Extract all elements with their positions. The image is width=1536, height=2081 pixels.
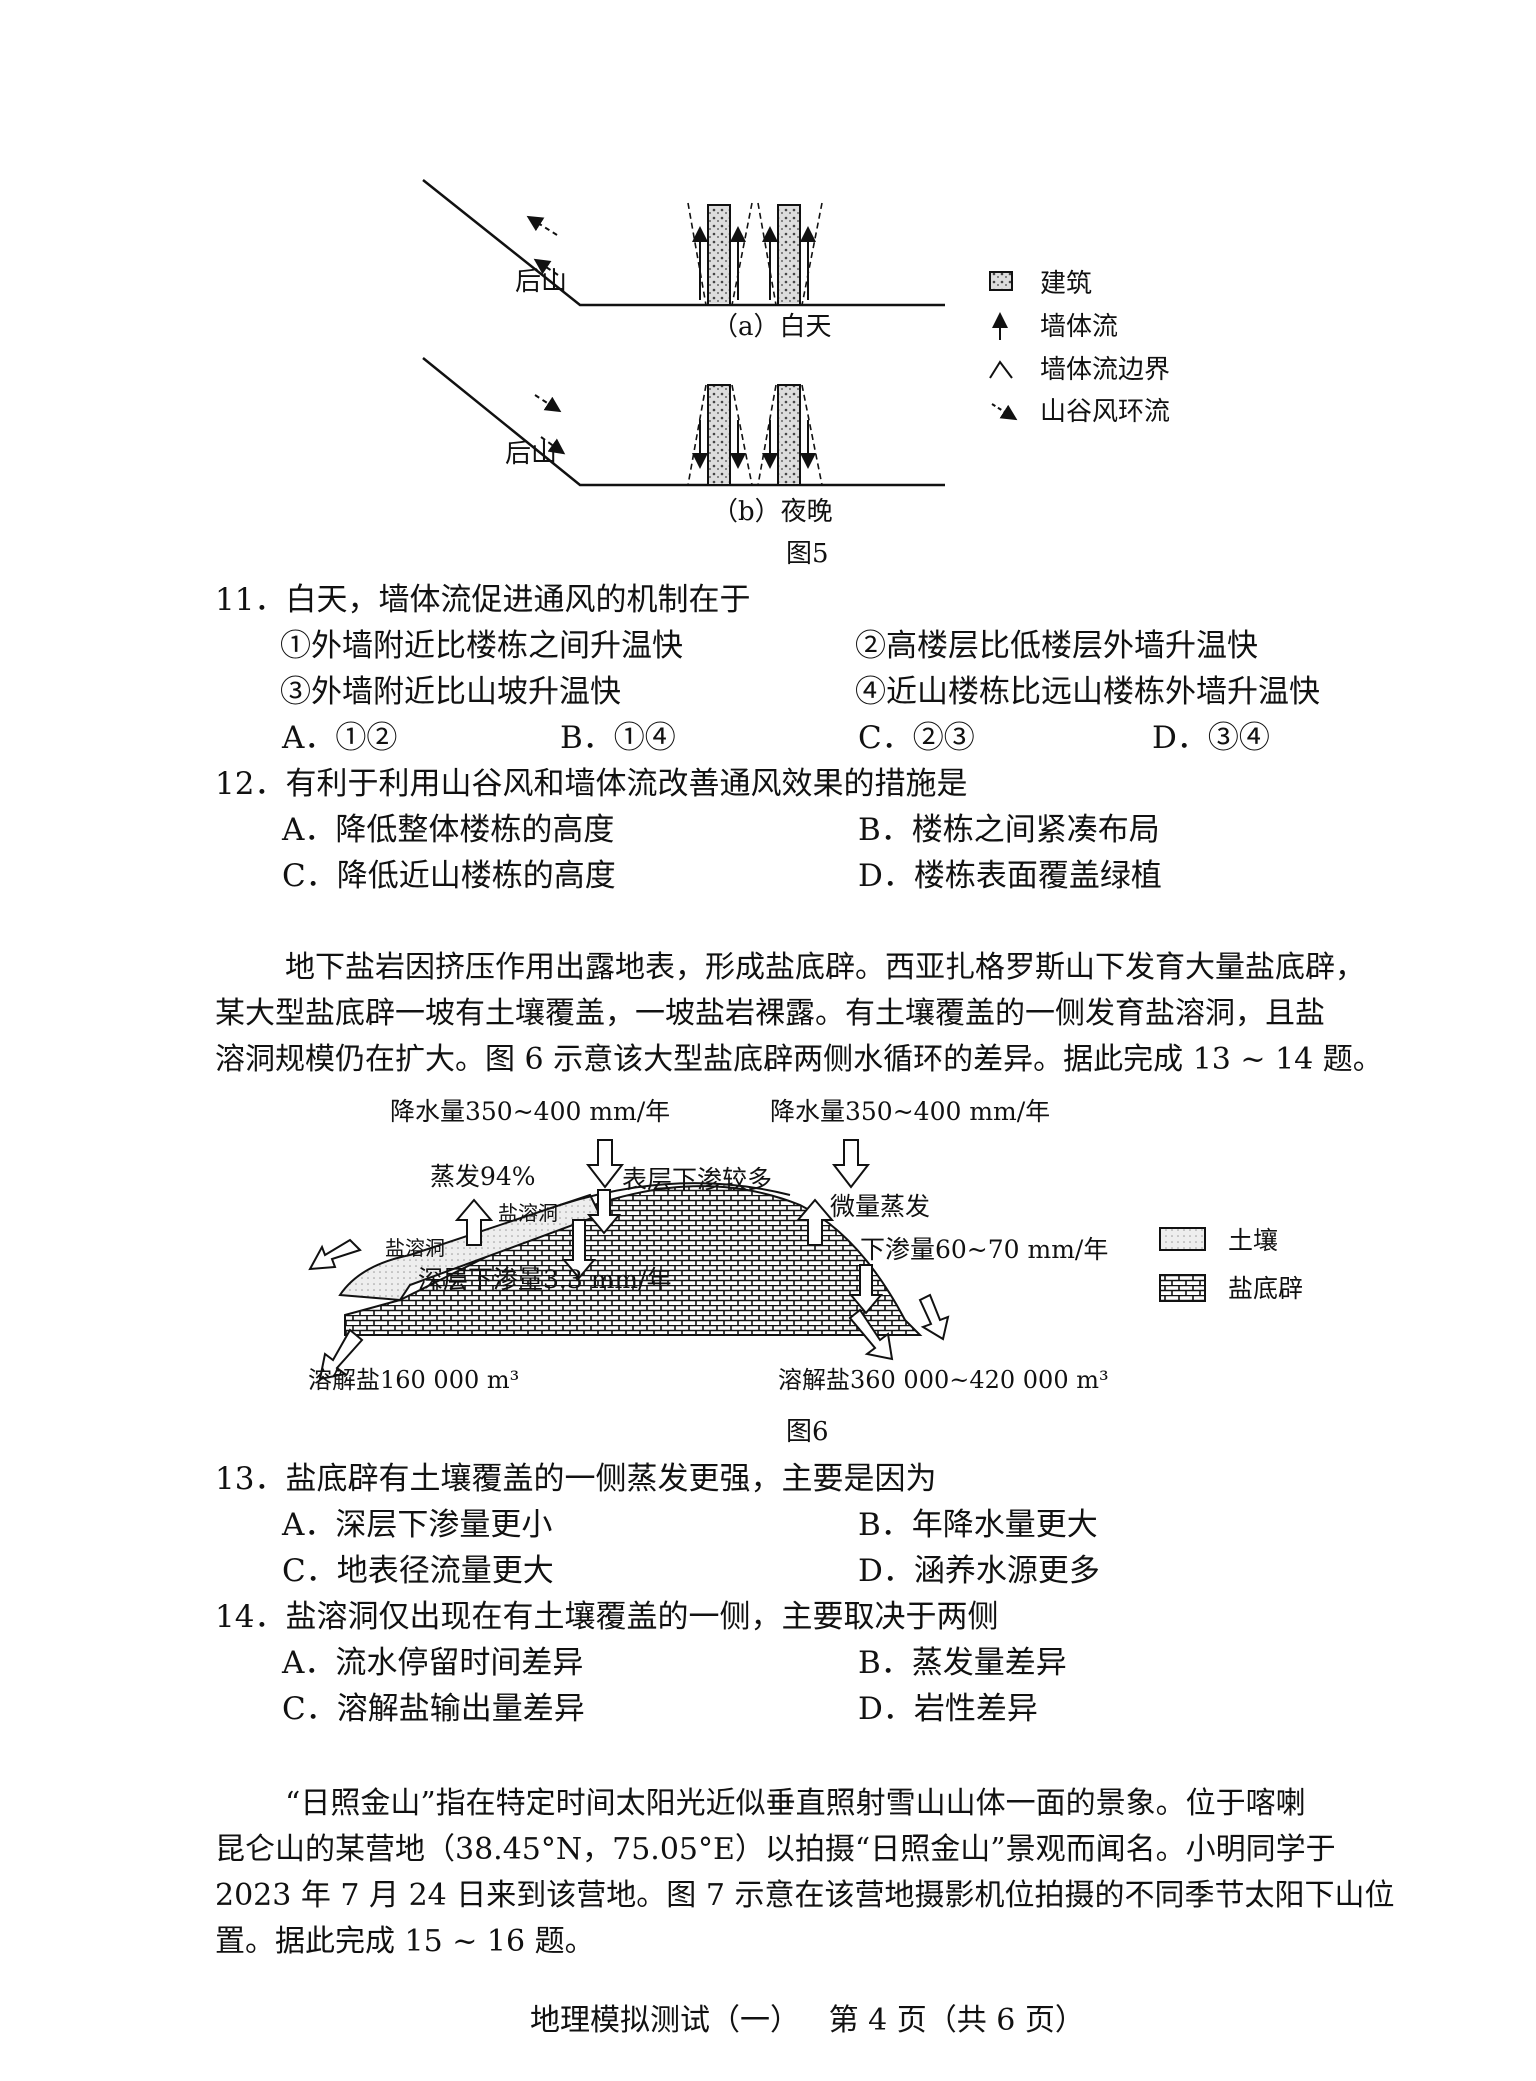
figure-6-salt-diapir-diagram: 降水量350~400 mm/年 降水量350~400 mm/年 蒸发94% 表层… (308, 1097, 1303, 1447)
q11-item-4: ④近山楼栋比远山楼栋外墙升温快 (855, 674, 1320, 710)
page-footer: 地理模拟测试（一） 第 4 页（共 6 页） (530, 2003, 1085, 2038)
salt-left-label: 溶解盐160 000 m³ (308, 1366, 519, 1394)
question-14-stem: 14．盐溶洞仅出现在有土壤覆盖的一侧，主要取决于两侧 (215, 1599, 999, 1635)
salt-legend-swatch (1159, 1274, 1206, 1302)
q11-option-a[interactable]: A．①② (282, 720, 398, 756)
q12-option-d[interactable]: D．楼栋表面覆盖绿植 (858, 858, 1162, 894)
q14-option-c[interactable]: C．溶解盐输出量差异 (282, 1691, 585, 1727)
surface-infil-arrow (586, 1189, 622, 1235)
figure5-title: 图5 (786, 539, 829, 569)
legend-building: 建筑 (1040, 269, 1092, 299)
figure6-legend: 土壤 盐底辟 (1159, 1226, 1303, 1303)
q12-option-a[interactable]: A．降低整体楼栋的高度 (282, 812, 615, 848)
precip-left-label: 降水量350~400 mm/年 (390, 1097, 670, 1126)
passage2-line-1: 地下盐岩因挤压作用出露地表，形成盐底辟。西亚扎格罗斯山下发育大量盐底辟， (285, 950, 1365, 985)
cave-upper-label: 盐溶洞 (498, 1201, 558, 1225)
evap-right-label: 微量蒸发 (830, 1192, 930, 1221)
q13-option-c[interactable]: C．地表径流量更大 (282, 1553, 554, 1589)
salt-right-label: 溶解盐360 000~420 000 m³ (778, 1366, 1109, 1394)
figure-5-valley-wind-diagram: 后山 （a）白天 后山 （b）夜晚 建筑 墙体流 墙体流边界 山谷风环流 图5 (422, 179, 1170, 569)
cave-lower-label: 盐溶洞 (385, 1236, 445, 1260)
q11-item-2: ②高楼层比低楼层外墙升温快 (855, 628, 1258, 664)
panel-day: 后山 （a）白天 (422, 179, 945, 342)
mountain-label-day: 后山 (515, 267, 567, 297)
q11-item-1: ①外墙附近比楼栋之间升温快 (280, 628, 683, 664)
infil-right-label: 下渗量60~70 mm/年 (860, 1235, 1108, 1264)
salt-out-arrow-left (318, 1328, 364, 1381)
q13-option-d[interactable]: D．涵养水源更多 (858, 1553, 1100, 1589)
cave-outflow-arrow (308, 1238, 362, 1271)
q11-option-c[interactable]: C．②③ (858, 720, 975, 756)
building-legend-swatch (989, 271, 1013, 291)
evap-left-label: 蒸发94% (430, 1162, 536, 1191)
passage3-line-1: “日照金山”指在特定时间太阳光近似垂直照射雪山山体一面的景象。位于喀喇 (285, 1786, 1306, 1821)
deep-infil-arrow (561, 1219, 597, 1280)
precip-arrow-left (585, 1139, 625, 1189)
panel-night: 后山 （b）夜晚 (422, 357, 945, 527)
passage2-line-3: 溶洞规模仍在扩大。图 6 示意该大型盐底辟两侧水循环的差异。据此完成 13 ~ … (215, 1042, 1383, 1077)
infil-arrow-right (848, 1264, 884, 1315)
q14-option-b[interactable]: B．蒸发量差异 (858, 1645, 1067, 1681)
legend-wall-flow: 墙体流 (1040, 312, 1118, 342)
mountain-label-night: 后山 (505, 439, 557, 469)
figure6-title: 图6 (786, 1417, 829, 1447)
evap-arrow-left (454, 1198, 494, 1246)
legend-salt-diapir: 盐底辟 (1228, 1274, 1303, 1303)
question-11-stem: 11．白天，墙体流促进通风的机制在于 (215, 582, 751, 618)
question-13-stem: 13．盐底辟有土壤覆盖的一侧蒸发更强，主要是因为 (215, 1461, 937, 1497)
runoff-arrow-right (918, 1293, 950, 1341)
deep-infil-label: 深层下渗量3.3 mm/年 (418, 1265, 672, 1294)
passage3-line-4: 置。据此完成 15 ~ 16 题。 (215, 1924, 595, 1959)
q12-option-b[interactable]: B．楼栋之间紧凑布局 (858, 812, 1160, 848)
wall-flow-boundary-icon (989, 360, 1013, 379)
precip-arrow-right (831, 1139, 871, 1189)
passage3-line-3: 2023 年 7 月 24 日来到该营地。图 7 示意在该营地摄影机位拍摄的不同… (215, 1878, 1395, 1913)
figure5-legend: 建筑 墙体流 墙体流边界 山谷风环流 (989, 269, 1170, 427)
precip-right-label: 降水量350~400 mm/年 (770, 1097, 1050, 1126)
caption-night: （b）夜晚 (712, 497, 833, 527)
salt-out-arrow-right (848, 1308, 894, 1361)
surface-infil-label: 表层下渗较多 (622, 1165, 772, 1194)
evap-arrow-right (795, 1198, 835, 1246)
passage2-line-2: 某大型盐底辟一坡有土壤覆盖，一坡盐岩裸露。有土壤覆盖的一侧发育盐溶洞，且盐 (215, 996, 1325, 1031)
q11-item-3: ③外墙附近比山坡升温快 (280, 674, 621, 710)
q14-option-d[interactable]: D．岩性差异 (858, 1691, 1038, 1727)
passage3-line-2: 昆仑山的某营地（38.45°N，75.05°E）以拍摄“日照金山”景观而闻名。小… (215, 1832, 1336, 1867)
q12-option-c[interactable]: C．降低近山楼栋的高度 (282, 858, 616, 894)
soil-layer (338, 1193, 602, 1302)
salt-diapir-body (344, 1185, 923, 1336)
question-12-stem: 12．有利于利用山谷风和墙体流改善通风效果的措施是 (215, 766, 968, 802)
q13-option-a[interactable]: A．深层下渗量更小 (282, 1507, 553, 1543)
soil-legend-swatch (1159, 1227, 1206, 1251)
caption-day: （a）白天 (712, 312, 832, 342)
q11-option-b[interactable]: B．①④ (560, 720, 676, 756)
q13-option-b[interactable]: B．年降水量更大 (858, 1507, 1098, 1543)
legend-valley-wind: 山谷风环流 (1040, 397, 1170, 427)
q11-option-d[interactable]: D．③④ (1152, 720, 1270, 756)
valley-wind-arrow-icon (991, 403, 1018, 421)
legend-wall-boundary: 墙体流边界 (1040, 355, 1170, 385)
q14-option-a[interactable]: A．流水停留时间差异 (282, 1645, 584, 1681)
legend-soil: 土壤 (1228, 1226, 1278, 1255)
